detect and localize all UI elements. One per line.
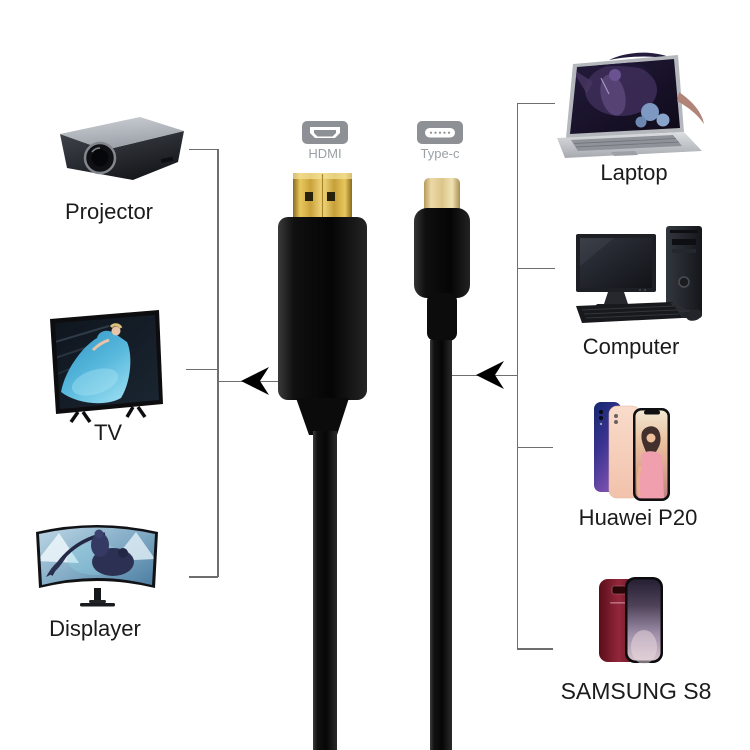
left-arrow-icon bbox=[241, 367, 269, 395]
device-label-laptop: Laptop bbox=[600, 160, 668, 185]
samsung-s8-photo bbox=[599, 577, 663, 664]
tv-photo bbox=[50, 310, 163, 424]
left-tick-displayer bbox=[189, 576, 218, 578]
left-tick-tv bbox=[186, 368, 218, 370]
laptop-photo bbox=[557, 52, 704, 158]
left-bracket-line bbox=[217, 149, 219, 577]
device-label-samsung-s8: SAMSUNG S8 bbox=[560, 678, 712, 704]
device-label-projector: Projector bbox=[64, 199, 154, 224]
type-c-connector-photo bbox=[414, 178, 470, 341]
hdmi-cable bbox=[313, 431, 337, 750]
right-arrow-icon bbox=[476, 361, 504, 389]
device-label-huawei-p20: Huawei P20 bbox=[578, 505, 698, 530]
type-c-port-icon bbox=[417, 121, 463, 144]
left-tick-projector bbox=[189, 148, 218, 150]
right-tick-laptop bbox=[517, 102, 555, 104]
computer-photo bbox=[576, 226, 702, 323]
hdmi-badge-label: HDMI bbox=[308, 146, 342, 161]
device-label-displayer: Displayer bbox=[49, 616, 141, 641]
hdmi-connector-photo bbox=[278, 173, 367, 435]
right-tick-computer bbox=[517, 267, 555, 269]
device-label-computer: Computer bbox=[582, 334, 680, 359]
type-c-cable bbox=[430, 340, 452, 750]
right-tick-huawei bbox=[517, 446, 553, 448]
right-bracket-line bbox=[516, 103, 518, 649]
displayer-photo bbox=[36, 525, 158, 607]
huawei-p20-photo bbox=[594, 402, 670, 501]
right-tick-samsung bbox=[517, 648, 553, 650]
type-c-badge-label: Type-c bbox=[420, 146, 460, 161]
device-label-tv: TV bbox=[93, 420, 123, 445]
hdmi-port-icon bbox=[302, 121, 348, 144]
projector-photo bbox=[60, 117, 184, 180]
